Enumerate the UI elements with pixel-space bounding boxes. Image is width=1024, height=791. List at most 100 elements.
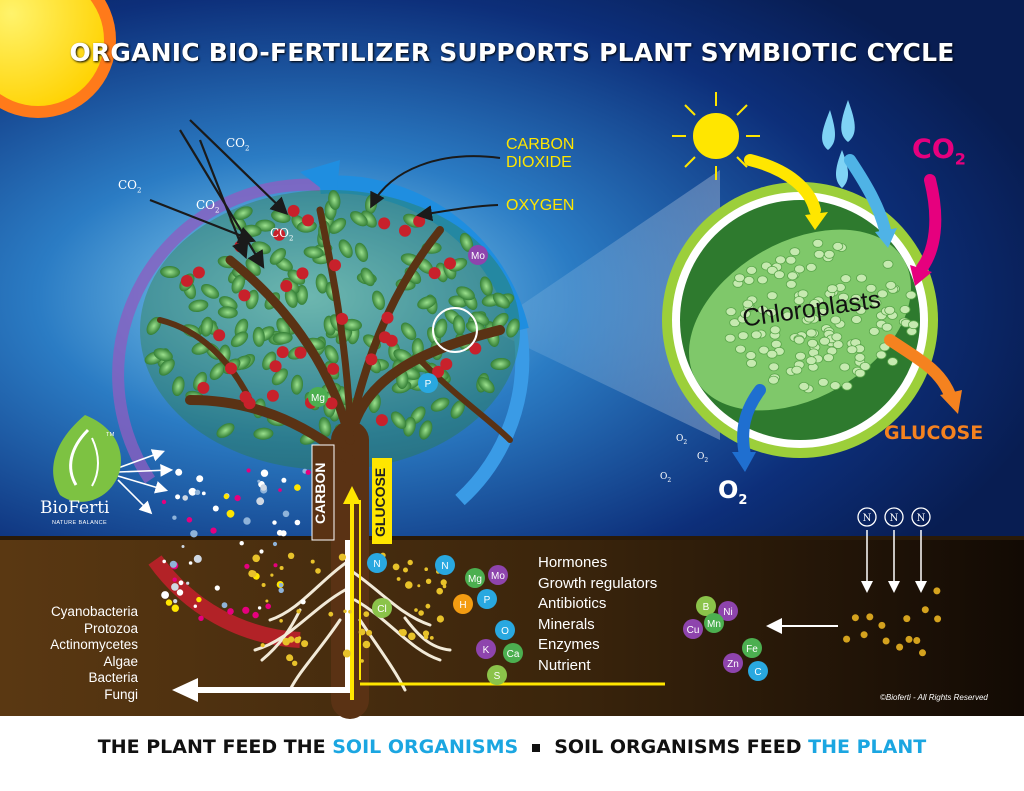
apple [238,289,251,302]
particle [175,494,181,500]
flow-arrows [172,486,838,702]
particle [172,577,177,582]
apple [336,312,349,325]
microbe [287,552,295,559]
banner-highlight1: SOIL ORGANISMS [332,736,519,758]
microbe [360,659,364,663]
svg-text:Mg: Mg [311,393,325,404]
nutrient-badge: Mo [468,245,488,265]
nitrogen-marker: N [857,507,877,527]
chloroplast-cell [875,350,887,360]
particle [186,581,190,585]
particle [190,530,198,538]
leaf [417,295,437,310]
chloroplast-cell [791,365,803,375]
particle [234,495,241,502]
leaf [419,420,433,440]
apple [266,389,279,402]
microbe [279,619,283,623]
particle [252,611,259,619]
microbe [851,614,859,622]
svg-text:P: P [484,595,491,606]
svg-text:N: N [441,561,448,572]
particle [260,484,267,491]
apples [180,204,482,427]
particle [221,602,228,609]
microbe [860,631,868,639]
apple [378,217,391,230]
apple [440,358,453,371]
leaf [303,246,324,259]
list-item: Bacteria [88,670,138,685]
chloroplast-cell [854,368,866,378]
particle [272,541,278,547]
nutrient-badge: S [487,665,507,685]
nutrient-badge: C [748,661,768,681]
leaf [217,306,238,319]
microbe [279,566,284,570]
logo-arrows [117,449,174,515]
particle [280,530,287,537]
list-item: Minerals [538,615,595,633]
microbe [342,649,351,658]
leaf-logo-icon [53,415,121,502]
brand-name: BioFerti [40,498,110,518]
particle [259,549,264,554]
co2-label: CO2 [270,226,294,243]
chloroplast-cell [743,275,755,285]
leaf [450,400,465,419]
chloroplast-cell [807,338,818,348]
o2-small-label: O2 [676,434,688,446]
leaf [200,316,214,337]
particle [181,545,185,548]
svg-text:N: N [373,559,380,570]
chloroplast-cell [823,353,834,363]
nutrient-badge: Ni [718,601,738,621]
svg-text:Mg: Mg [468,574,482,585]
microbe [358,628,366,636]
chloroplast-cell [882,259,894,269]
apple [180,274,193,287]
leaf [252,326,265,347]
chloroplast-cell [841,381,853,391]
chloroplast-cell [832,241,844,251]
nutrient-badge: Mg [465,568,485,588]
nutrient-badge: Mo [488,565,508,585]
nutrient-badge: N [435,555,455,575]
svg-text:H: H [459,600,466,611]
leaf [201,284,220,299]
co2-input-label: CO2 [912,134,966,169]
microbe [265,599,269,603]
leaf [284,288,298,308]
svg-text:S: S [494,671,501,682]
list-item: Enzymes [538,636,600,653]
chloroplast-cell [746,358,757,368]
ground-line [0,536,1024,540]
apple [432,365,445,378]
apple [276,346,289,359]
apple [365,353,378,366]
microbe [414,608,418,612]
microbe [328,611,334,617]
chloroplast-cell [885,280,897,290]
chloroplast-cell [887,357,898,367]
particle [260,469,269,477]
microbe [343,609,347,613]
microbe [260,643,265,648]
microbe [913,637,921,644]
particle [239,541,244,546]
microbe [418,610,424,616]
particle [161,591,170,599]
chloroplast-cell [729,318,741,328]
chloroplast-cell [831,332,843,342]
nutrient-badge: Fe [742,638,762,658]
particle [242,606,250,614]
svg-text:Mo: Mo [471,251,485,262]
root [268,558,352,622]
chloroplast-cell [840,274,852,284]
particle [182,495,188,501]
particle [243,517,251,525]
